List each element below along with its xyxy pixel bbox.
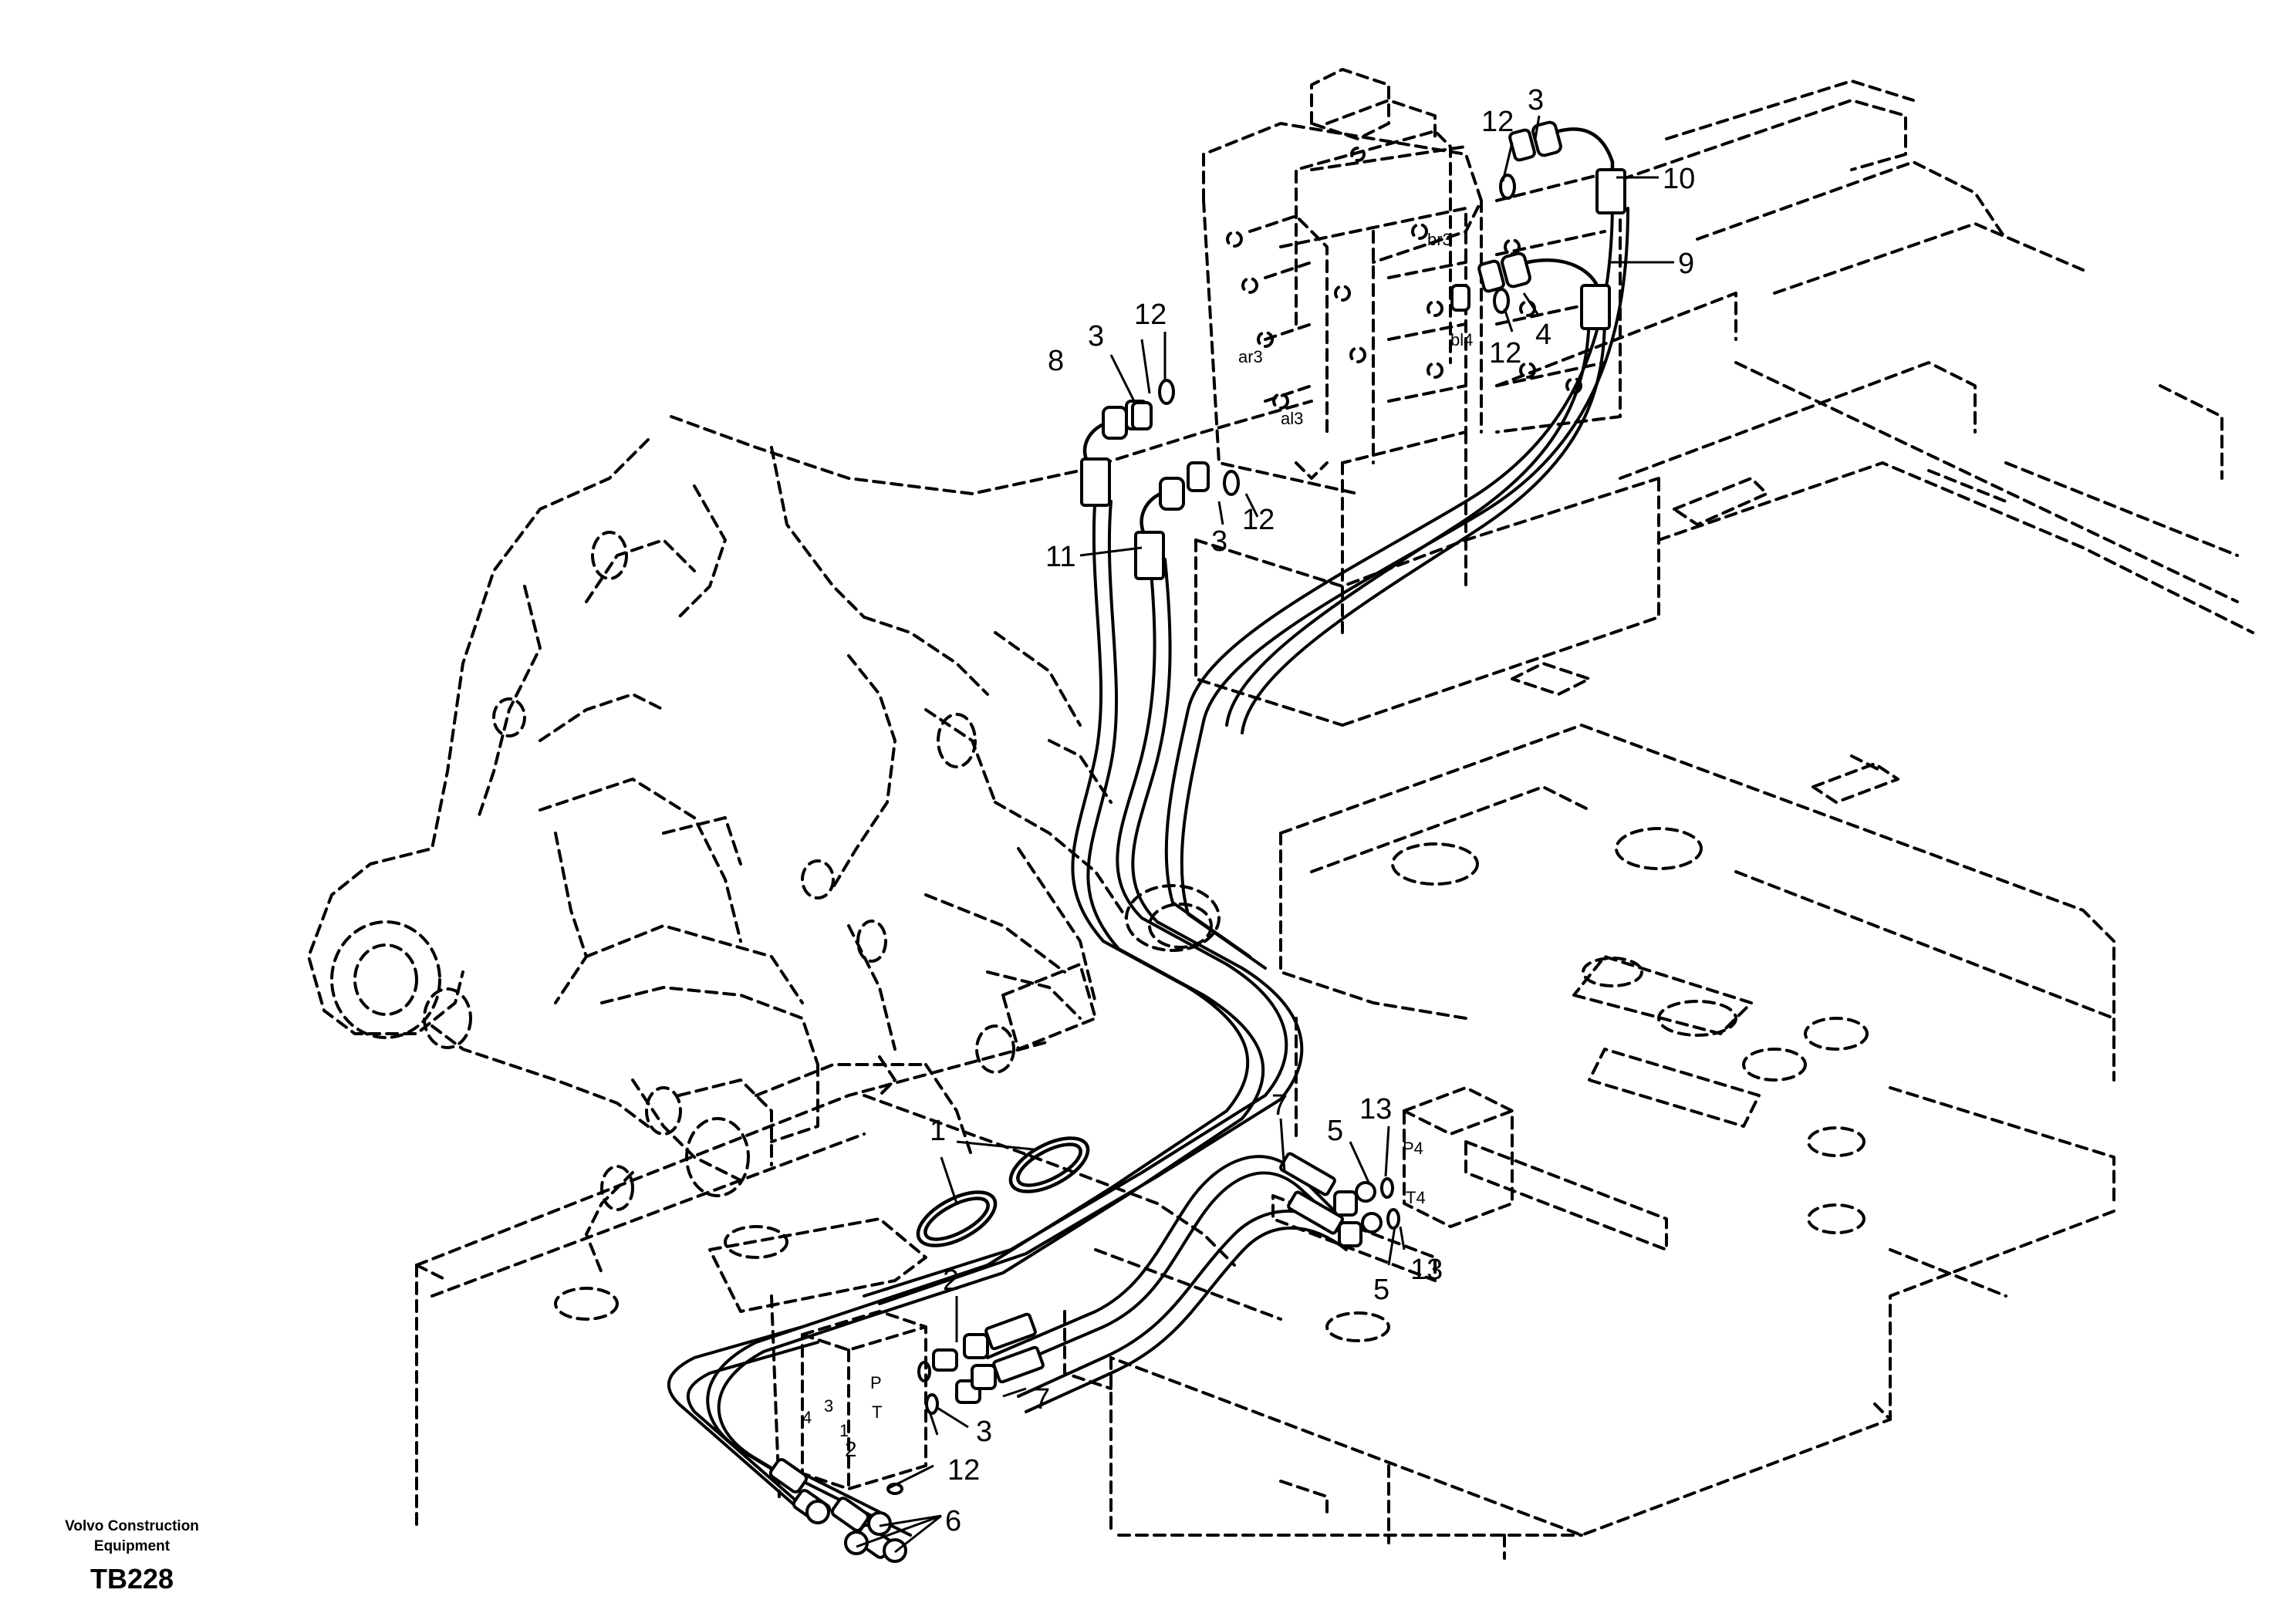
figure-caption: Volvo Construction Equipment TB228 [43,1517,221,1595]
frame-outline [307,79,2254,1560]
leader-lines [856,115,1674,1554]
callout-11: 11 [1045,541,1075,573]
port-label-br3: br3 [1427,230,1452,249]
callout-4: 4 [1535,319,1551,351]
callout-2: 2 [943,1264,959,1297]
port-label-p4: P4 [1403,1139,1423,1158]
callout-12: 12 [1134,299,1167,331]
callout-12: 12 [1481,106,1514,138]
callout-7: 7 [1034,1383,1050,1416]
callout-5: 5 [1327,1115,1343,1147]
brand-label: Volvo Construction Equipment [65,1518,199,1554]
callout-12: 12 [947,1454,980,1487]
callout-13: 13 [1359,1093,1392,1126]
port-label-1: 1 [839,1421,849,1440]
port-label-al3: al3 [1281,409,1303,428]
callout-numbers: 12 3 10 9 12 4 3 12 8 3 12 11 1 7 5 13 1… [845,84,1695,1537]
callout-6: 6 [945,1505,961,1537]
callout-10: 10 [1663,163,1695,195]
figure-code: TB228 [89,1563,174,1595]
port-label-p: P [870,1373,882,1392]
port-label-bl4: bl4 [1450,330,1473,349]
callout-2-small: 2 [845,1437,857,1461]
callout-5: 5 [1373,1274,1389,1306]
callout-13: 13 [1410,1254,1443,1286]
callout-12: 12 [1489,337,1521,370]
port-label-t: T [872,1402,882,1422]
hose-clamps [916,884,1221,1247]
port-label-ar3: ar3 [1238,347,1263,366]
callout-3: 3 [1528,84,1544,116]
hose-set [667,199,1629,1537]
callout-3: 3 [1211,525,1227,558]
callout-1: 1 [930,1115,946,1147]
callout-3: 3 [976,1416,992,1448]
callout-3: 3 [1088,320,1104,353]
port-label-4: 4 [802,1408,812,1427]
port-label-t4: T4 [1406,1188,1426,1207]
callout-7: 7 [1271,1089,1288,1122]
port-label-3: 3 [824,1396,833,1416]
callout-8: 8 [1048,345,1064,377]
callout-12: 12 [1242,504,1275,536]
p4-t4-block: P4 T4 [1403,1086,1514,1228]
callout-9: 9 [1678,248,1694,280]
